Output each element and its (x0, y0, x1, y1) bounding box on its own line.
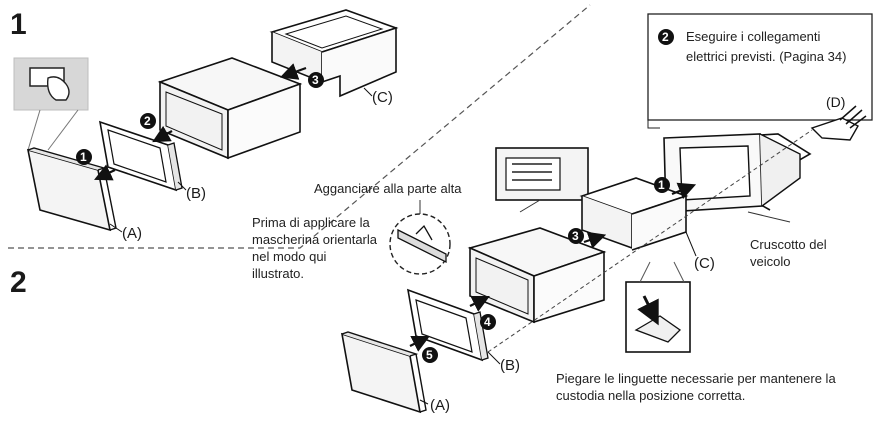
section-divider (8, 4, 591, 249)
bezel-b-step2 (406, 288, 489, 362)
label-part-b-step1: (B) (186, 185, 206, 202)
label-part-d: (D) (826, 94, 846, 110)
connections-callout (647, 13, 873, 129)
faceplate-a-step1 (26, 147, 117, 232)
bezel-orientation-detail (389, 200, 451, 275)
release-button-inset (13, 57, 89, 151)
head-unit-step1 (157, 57, 303, 160)
marker-1-step2: 1 (658, 178, 665, 192)
mounting-sleeve-c-step1 (269, 9, 399, 98)
marker-3-step1: 3 (312, 73, 319, 87)
bend-tabs-note: Piegare le linguette necessarie per mant… (556, 371, 836, 403)
marker-4-step2: 4 (484, 315, 491, 329)
marker-1-step1: 1 (80, 150, 87, 164)
label-part-b-step2: (B) (500, 357, 520, 374)
step-number-1: 1 (10, 8, 27, 41)
bend-tabs-inset (625, 261, 691, 353)
label-part-c-step1: (C) (372, 89, 393, 106)
bezel-b-step1 (98, 120, 183, 192)
faceplate-a-step2 (340, 331, 427, 414)
marker-circles (76, 29, 674, 363)
sleeve-detail-inset (495, 147, 589, 213)
label-part-a-step1: (A) (122, 225, 142, 242)
hook-top-label: Agganciare alla parte alta (314, 181, 462, 196)
marker-5-step2: 5 (426, 348, 433, 362)
wiring-connector-d (810, 105, 867, 141)
label-part-c-step2: (C) (694, 255, 715, 272)
marker-2-step1: 2 (144, 114, 151, 128)
callout-connections-line2: elettrici previsti. (Pagina 34) (686, 49, 847, 64)
head-unit-step2 (467, 227, 607, 324)
marker-2-callout: 2 (662, 30, 669, 44)
step-number-2: 2 (10, 266, 27, 299)
bezel-orientation-note: Prima di applicare la mascherina orienta… (252, 215, 378, 281)
callout-connections-line1: Eseguire i collegamenti (686, 29, 821, 44)
label-part-a-step2: (A) (430, 397, 450, 414)
marker-3-step2: 3 (572, 229, 579, 243)
dashboard-label: Cruscotto del veicolo (750, 237, 827, 269)
